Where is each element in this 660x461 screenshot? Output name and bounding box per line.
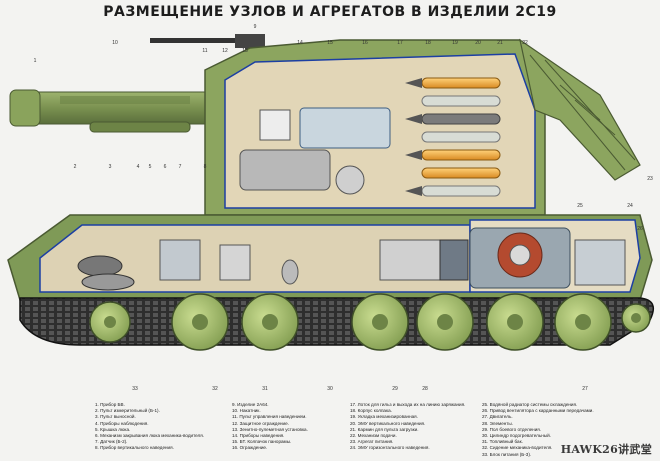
legend-item: 7. Датчик (Б-2). (95, 439, 128, 445)
gun-breech (239, 107, 391, 195)
legend-item: 9. Изделие 2А64. (232, 402, 269, 407)
legend-item: 17. Лоток для гильз и выхода их на линию… (350, 402, 466, 407)
legend-item: 30. Цилиндр подогревательный. (482, 433, 551, 439)
callout-number: 16 (362, 40, 368, 46)
callout-number: 26 (637, 226, 643, 232)
callout-number: 6 (164, 164, 167, 170)
legend-item: 8. Прибор вертикального наведения. (95, 445, 174, 451)
legend-item: 22. Механизм подачи. (350, 433, 397, 439)
gun-barrel (9, 89, 221, 133)
legend-item: 25. Водяной радиатор системы охлаждения. (482, 402, 578, 407)
callout-number: 20 (475, 40, 481, 46)
legend-item: 32. Сидение механика-водителя. (482, 445, 553, 451)
callout-number: 13 (242, 48, 248, 54)
driver-compartment (77, 239, 451, 291)
legend-item: 29. Пол боевого отделения. (482, 426, 542, 432)
callout-number: 27 (582, 386, 588, 392)
callout-number: 8 (204, 164, 207, 170)
legend-column-3: 17. Лоток для гильз и выхода их на линию… (350, 402, 465, 452)
callout-number: 15 (327, 40, 333, 46)
callout-number: 2 (74, 164, 77, 170)
legend-column-1: 1. Прибор БВ.2. Пульт измерительный (Б-1… (95, 402, 204, 452)
callout-number: 10 (112, 40, 118, 46)
callout-number: 28 (422, 386, 428, 392)
legend-item: 23. Агрегат питания. (350, 439, 394, 445)
legend-item: 26. Привод вентилятора с карданными пере… (482, 408, 594, 414)
legend-item: 31. Топливный бак. (482, 439, 523, 445)
legend-item: 16. Ограждение. (232, 445, 268, 451)
ammunition-stowage (405, 77, 501, 197)
callout-number: 30 (327, 386, 333, 392)
legend-item: 11. Пульт управления наведением. (232, 414, 307, 420)
legend-item: 1. Прибор БВ. (95, 402, 125, 407)
callout-number: 4 (137, 164, 140, 170)
legend-item: 21. Кармин для пульта загрузки. (350, 426, 419, 432)
legend-item: 10. Накатник. (232, 408, 261, 414)
legend-column-4: 25. Водяной радиатор системы охлаждения.… (482, 402, 594, 458)
legend-item: 2. Пульт измерительный (Б-1). (95, 408, 160, 414)
callout-number: 1 (34, 58, 37, 64)
legend-column-2: 9. Изделие 2А64.10. Накатник.11. Пульт у… (232, 402, 308, 452)
legend-item: 24. ЭМУ горизонтального наведения. (350, 445, 430, 451)
legend-item: 4. Приборы наблюдения. (95, 420, 149, 426)
callout-number: 32 (212, 386, 218, 392)
legend-item: 20. ЭМУ вертикального наведения. (350, 420, 426, 426)
callout-number: 31 (262, 386, 268, 392)
callout-number: 5 (149, 164, 152, 170)
legend-item: 12. Защитное ограждение. (232, 420, 289, 426)
legend-item: 18. Корпус колпака. (350, 408, 392, 414)
callout-number: 3 (109, 164, 112, 170)
legend-item: 13. Зенитно-пулеметная установка. (232, 426, 308, 432)
callout-number: 14 (297, 40, 303, 46)
legend-item: 15. БТ. Колпачок панорамы. (232, 439, 292, 445)
legend-item: 27. Двигатель. (482, 414, 513, 420)
callout-number: 18 (425, 40, 431, 46)
callout-number: 29 (392, 386, 398, 392)
callout-number: 12 (222, 48, 228, 54)
watermark-text: HAWK26讲武堂 (560, 443, 652, 456)
road-wheels (89, 293, 651, 351)
callout-number: 9 (254, 24, 257, 30)
legend-item: 28. Элементы. (482, 420, 513, 426)
legend-item: 19. Укладка механизированная. (350, 414, 418, 420)
legend-item: 3. Пульт выносной. (95, 414, 136, 420)
callout-number: 22 (522, 40, 528, 46)
legend-item: 6. Механизм закрывания люка механика-вод… (95, 433, 204, 439)
callout-number: 11 (202, 48, 207, 54)
callout-number: 33 (132, 386, 138, 392)
callout-number: 23 (647, 176, 653, 182)
turret-rear-rack (519, 38, 641, 181)
engine (439, 227, 626, 289)
legend-item: 5. Крышка люка. (95, 426, 131, 432)
legend-item: 33. Блок питания (Б-3). (482, 451, 532, 457)
callout-number: 24 (627, 203, 633, 209)
diagram-title: РАЗМЕЩЕНИЕ УЗЛОВ И АГРЕГАТОВ В ИЗДЕЛИИ 2… (103, 4, 557, 20)
callout-number: 19 (452, 40, 458, 46)
legend-item: 14. Приборы наведения. (232, 433, 285, 439)
callout-number: 17 (397, 40, 403, 46)
callout-number: 7 (179, 164, 182, 170)
callout-number: 21 (497, 40, 503, 46)
callout-number: 25 (577, 203, 583, 209)
